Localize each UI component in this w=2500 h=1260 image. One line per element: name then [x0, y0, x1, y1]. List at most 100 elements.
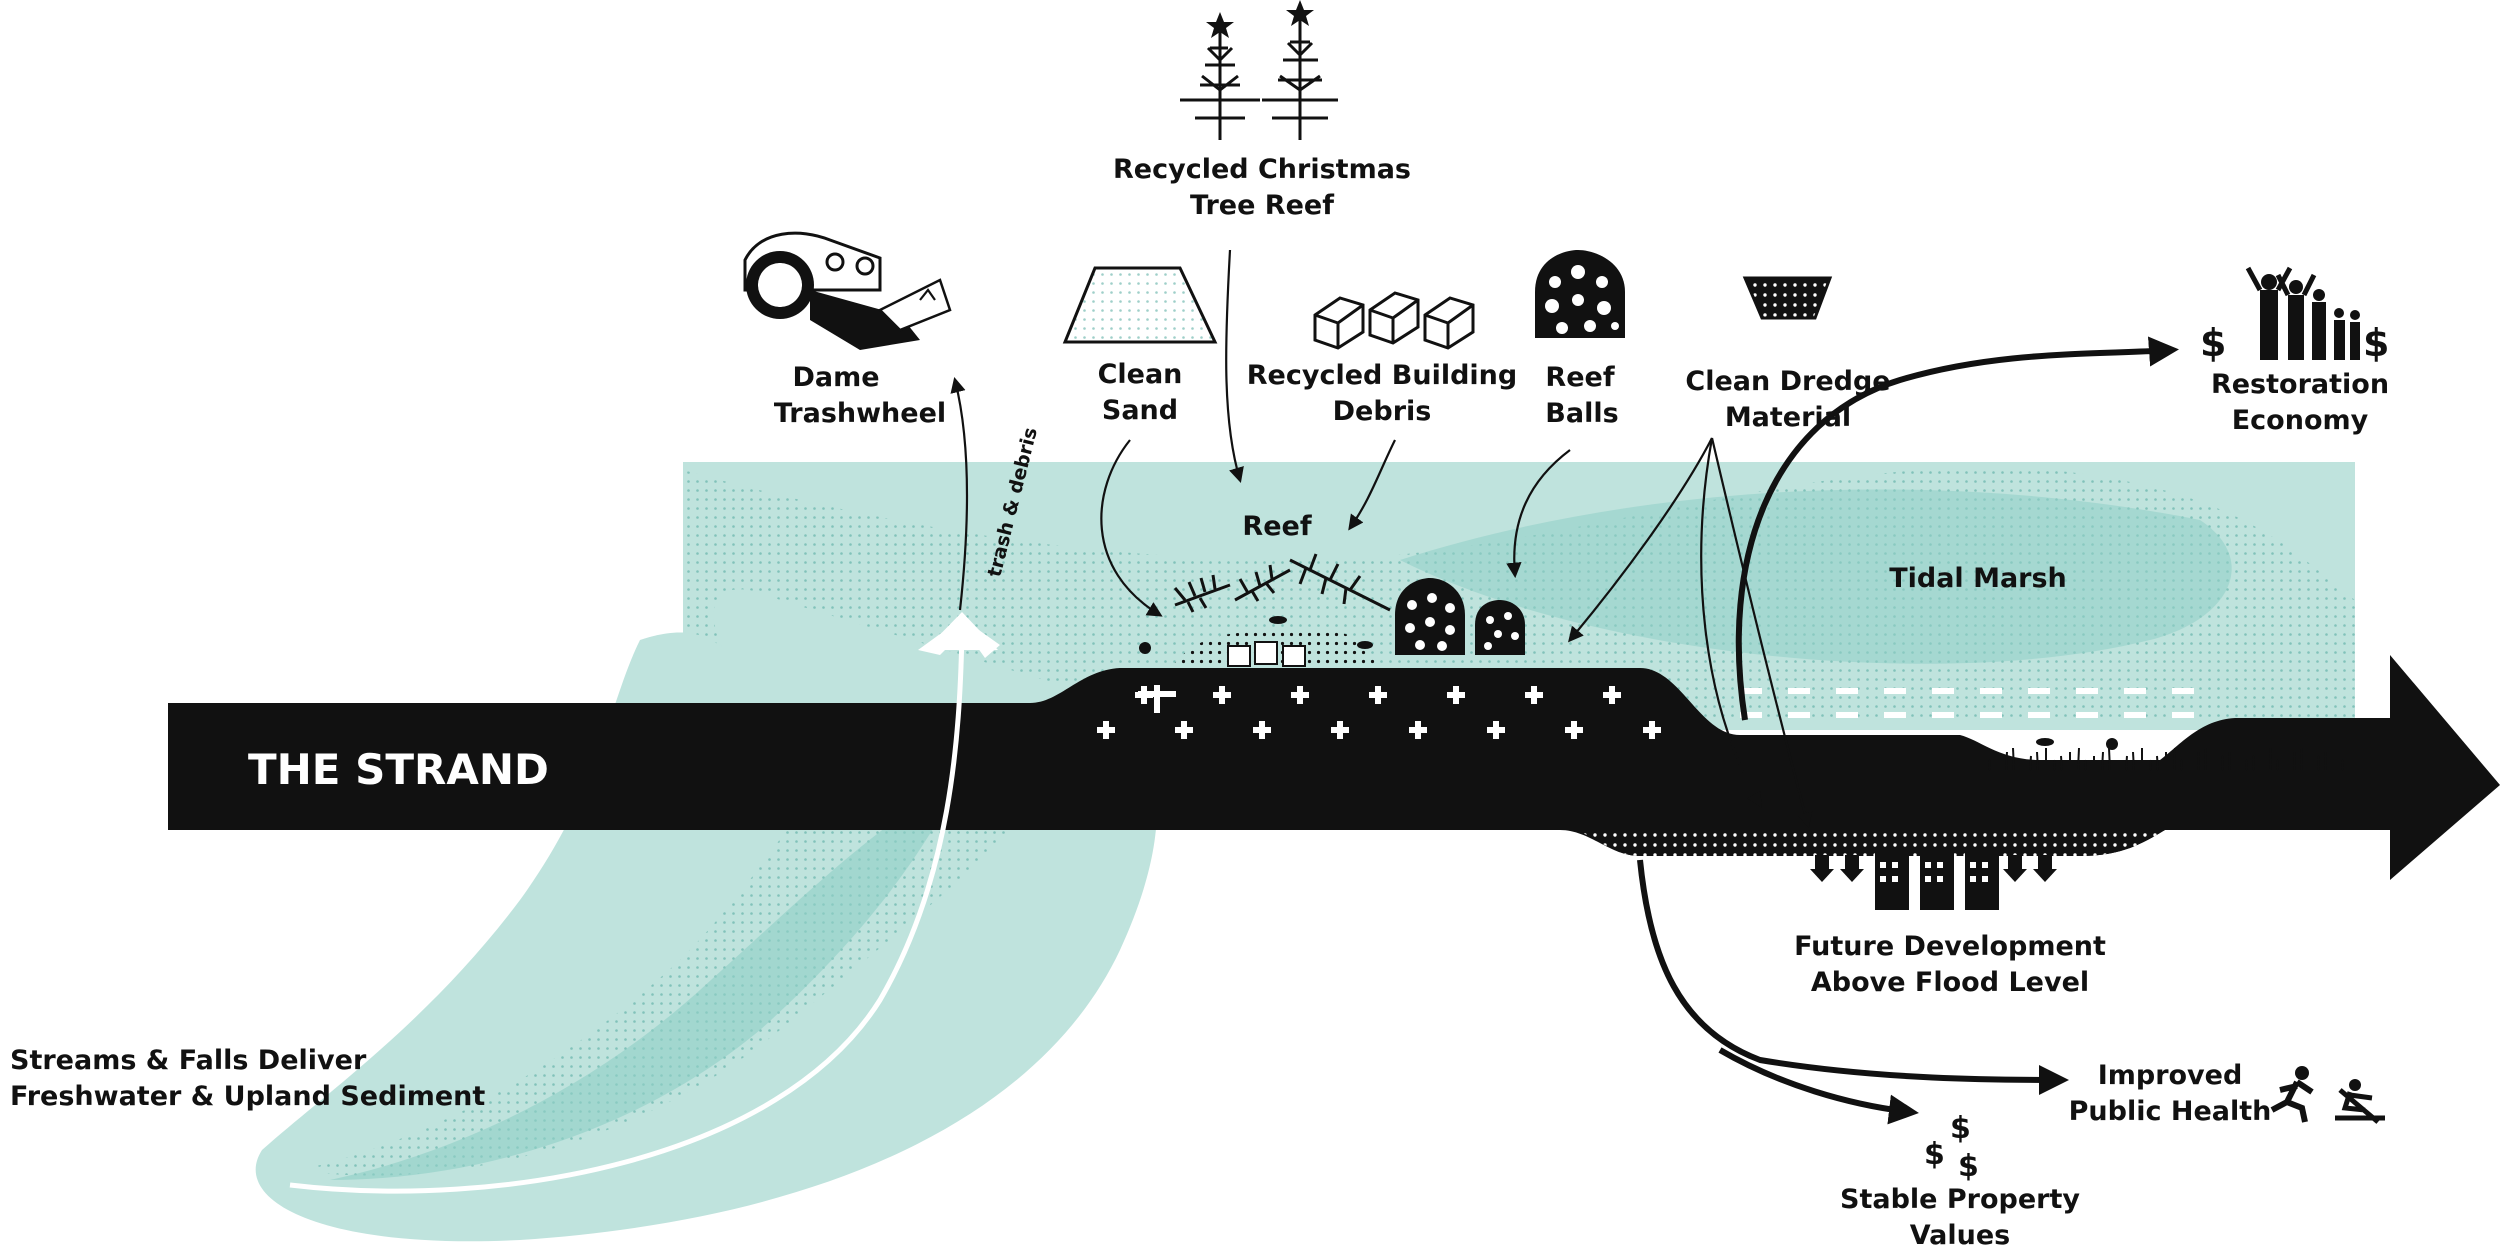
- debris-label-2: Debris: [1333, 396, 1432, 427]
- restoration-economy-icon: [2245, 266, 2360, 360]
- plus-mark: [1331, 721, 1349, 739]
- christmas-tree-label-1: Recycled Christmas: [1113, 154, 1411, 185]
- grass-blade: [2012, 747, 2015, 771]
- grass-blade: [2341, 759, 2344, 771]
- plus-mark: [1447, 686, 1465, 704]
- strand-label: THE STRAND: [248, 745, 549, 794]
- property-label-1: Stable Property: [1840, 1184, 2080, 1215]
- grass-blade: [2005, 751, 2008, 771]
- trashwheel-icon: [743, 231, 952, 350]
- grass-blade: [2149, 759, 2152, 771]
- plus-mark: [1487, 721, 1505, 739]
- marsh-dash: [2076, 712, 2098, 718]
- reef-label: Reef: [1242, 511, 1311, 542]
- dredge-material-icon: [1742, 276, 1833, 320]
- grass-blade: [2053, 759, 2056, 771]
- marsh-dash: [1836, 688, 1858, 694]
- streams-label-1: Streams & Falls Deliver: [10, 1045, 367, 1076]
- grass-blade: [2252, 755, 2255, 771]
- marsh-dash: [1980, 688, 2002, 694]
- strand-band: THE STRAND: [168, 655, 2500, 880]
- christmas-tree-icon: [1180, 20, 1338, 140]
- trashwheel-label-2: Trashwheel: [774, 398, 946, 429]
- economy-label-1: Restoration: [2211, 369, 2389, 400]
- labels: Recycled Christmas Tree Reef Dame Trashw…: [10, 154, 2389, 1251]
- marsh-dash: [1836, 712, 1858, 718]
- marsh-dash: [1788, 712, 1810, 718]
- runner-icon: [2270, 1066, 2314, 1123]
- reef-mound: [1139, 553, 2118, 750]
- dollar-icon-2: $: [1924, 1137, 1945, 1172]
- plus-mark: [1565, 721, 1583, 739]
- plus-mark: [1291, 686, 1309, 704]
- future-dev-label-1: Future Development: [1794, 931, 2106, 962]
- grass-blade: [2060, 755, 2063, 771]
- plus-mark: [1643, 721, 1661, 739]
- marsh-dash: [1884, 688, 1906, 694]
- marsh-dash: [2172, 688, 2194, 694]
- marsh-dash: [1788, 688, 1810, 694]
- plus-mark: [1525, 686, 1543, 704]
- clean-sand-icon: [1062, 266, 1218, 344]
- sand-label-1: Clean: [1098, 359, 1183, 390]
- arrows: [289, 249, 2179, 1194]
- plus-mark: [1175, 721, 1193, 739]
- marsh-dash: [1884, 712, 1906, 718]
- reef-ball-icon: [1535, 250, 1625, 338]
- grass-blade: [1988, 759, 1991, 771]
- grass-blade: [2228, 751, 2231, 771]
- grass-blade: [2317, 755, 2320, 771]
- marsh-dash: [1980, 712, 2002, 718]
- streams-label-2: Freshwater & Upland Sediment: [10, 1081, 485, 1112]
- grass-blade: [2077, 747, 2080, 771]
- grass-blade: [2221, 755, 2224, 771]
- grass-blade: [2125, 755, 2128, 771]
- rower-icon: [2335, 1079, 2385, 1124]
- dollar-icon-1: $: [1950, 1111, 1971, 1146]
- grass-blade: [2108, 747, 2111, 771]
- health-label-2: Public Health: [2069, 1096, 2272, 1127]
- star-icon: [1206, 0, 1314, 38]
- grass-blade: [2036, 751, 2039, 771]
- grass-blade: [2324, 751, 2327, 771]
- plus-mark: [1409, 721, 1427, 739]
- marsh-dash: [2124, 712, 2146, 718]
- marsh-dash: [2076, 688, 2098, 694]
- building-debris-icon: [1313, 291, 1475, 350]
- grass-blade: [2084, 759, 2087, 771]
- dredge-label-1: Clean Dredge: [1685, 366, 1890, 397]
- sand-label-2: Sand: [1102, 395, 1178, 426]
- trashwheel-label-1: Dame: [792, 362, 879, 393]
- debris-label-1: Recycled Building: [1247, 360, 1517, 391]
- marsh-dash: [1932, 712, 1954, 718]
- reefballs-label-2: Balls: [1545, 398, 1618, 429]
- marsh-dash: [1740, 688, 1762, 694]
- plus-mark: [1135, 686, 1153, 704]
- reefballs-label-1: Reef: [1545, 362, 1614, 393]
- marsh-dash: [2124, 688, 2146, 694]
- grass-blade: [2276, 759, 2279, 771]
- development-icon: [1810, 850, 2057, 910]
- future-dev-label-2: Above Flood Level: [1811, 967, 2089, 998]
- marsh-grass: [1988, 747, 2344, 771]
- economy-label-2: Economy: [2232, 405, 2369, 436]
- reef-ball-small: [1395, 578, 1525, 655]
- property-label-2: Values: [1910, 1220, 2011, 1251]
- marsh-dashes: [1740, 688, 2194, 718]
- grass-blade: [2300, 747, 2303, 771]
- grass-blade: [2197, 751, 2200, 771]
- plus-mark: [1213, 686, 1231, 704]
- dollar-icon-3: $: [1958, 1149, 1979, 1184]
- grass-blade: [2269, 747, 2272, 771]
- grass-blade: [2173, 747, 2176, 771]
- dollar-icon-left: $: [2200, 321, 2226, 365]
- health-label-1: Improved: [2098, 1060, 2243, 1091]
- marsh-dash: [2028, 712, 2050, 718]
- marsh-dash: [1740, 712, 1762, 718]
- plus-mark: [1603, 686, 1621, 704]
- grass-blade: [2180, 759, 2183, 771]
- plus-mark: [1097, 721, 1115, 739]
- grass-blade: [2293, 751, 2296, 771]
- tidal-marsh-label: Tidal Marsh: [1889, 563, 2067, 594]
